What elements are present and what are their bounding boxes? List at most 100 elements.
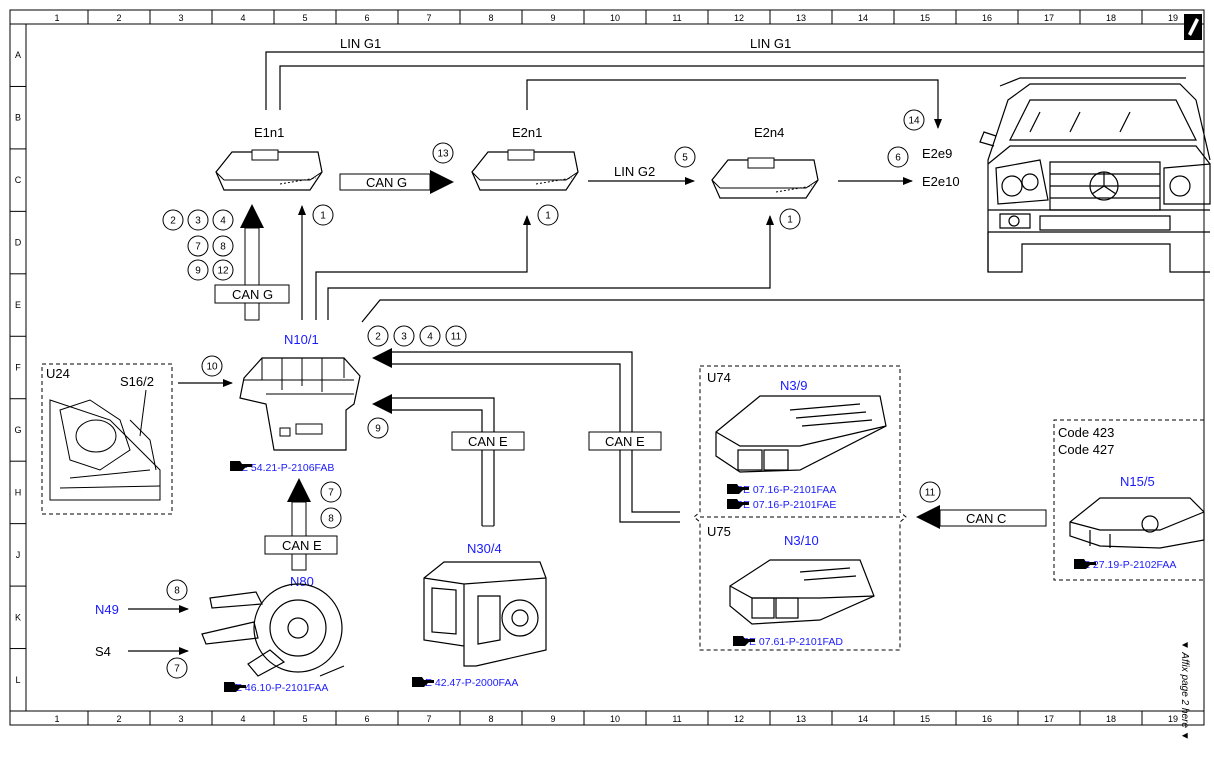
svg-text:8: 8 [220, 242, 226, 253]
e2e10-label: E2e10 [922, 174, 960, 189]
grid-column-label: 3 [178, 714, 183, 724]
n15-5-reference: PE 27.19-P-2102FAA [1076, 559, 1176, 571]
e2e9-label: E2e9 [922, 146, 952, 161]
svg-text:1: 1 [545, 211, 551, 222]
grid-column-label: 10 [610, 714, 620, 724]
svg-text:14: 14 [908, 116, 920, 127]
signal-number-c1: 1 [312, 204, 334, 226]
svg-text:1: 1 [787, 215, 793, 226]
grid-column-label: 11 [672, 13, 681, 23]
svg-text:12: 12 [217, 266, 229, 277]
grid-row-label: F [15, 363, 21, 373]
grid-column-label: 18 [1106, 13, 1116, 23]
grid-row-label: L [15, 675, 20, 685]
signal-number-s14: 14 [903, 109, 925, 131]
grid-column-label: 13 [796, 13, 806, 23]
can-e-label-n30-4: CAN E [468, 434, 508, 449]
can-c-connection: CAN C [916, 505, 1047, 529]
grid-column-label: 17 [1044, 13, 1054, 23]
signal-number-s7a: 7 [320, 481, 342, 503]
grid-column-label: 19 [1168, 714, 1178, 724]
can-e-n30-4-connection: CAN E [372, 394, 525, 527]
n80-label: N80 [290, 574, 314, 589]
n30-4-label: N30/4 [467, 541, 502, 556]
signal-number-sb2: 2 [367, 325, 389, 347]
document-corner-icon [1184, 14, 1202, 40]
grid-row-label: K [15, 612, 21, 622]
group-n15-5: Code 423 Code 427 N15/5 PE 27.19-P-2102F… [1053, 419, 1205, 581]
grid-column-label: 16 [982, 714, 992, 724]
signal-number-sa3: 3 [187, 209, 209, 231]
lin-g1-label-right: LIN G1 [750, 36, 791, 51]
grid-column-label: 7 [426, 13, 431, 23]
vehicle-front-illustration [979, 77, 1211, 273]
e2n4-label: E2n4 [754, 125, 784, 140]
drawing-frame [9, 9, 1205, 726]
svg-text:11: 11 [925, 488, 936, 499]
grid-column-label: 12 [734, 13, 744, 23]
can-e-label-n80: CAN E [282, 538, 322, 553]
signal-number-s6: 6 [887, 146, 909, 168]
n3-10-reference: PE 07.61-P-2101FAD [742, 636, 843, 648]
grid-column-label: 17 [1044, 714, 1054, 724]
grid-column-label: 15 [920, 714, 930, 724]
module-n10-1: N10/1 PE 54.21-P-2106FAB [234, 332, 361, 474]
signal-number-sa12: 12 [212, 259, 234, 281]
n30-4-reference: PE 42.47-P-2000FAA [418, 677, 518, 689]
svg-text:13: 13 [437, 149, 449, 160]
grid-column-label: 4 [240, 13, 245, 23]
n3-10-label: N3/10 [784, 533, 819, 548]
signal-number-sa8: 8 [212, 235, 234, 257]
can-e-u74-connection: CAN E [372, 348, 680, 523]
can-g-vertical-connection: CAN G [214, 204, 290, 321]
svg-text:8: 8 [174, 586, 180, 597]
grid-column-label: 7 [426, 714, 431, 724]
grid-column-label: 19 [1168, 13, 1178, 23]
s4-label: S4 [95, 644, 111, 659]
grid-row-label: B [15, 113, 21, 123]
grid-column-label: 10 [610, 13, 620, 23]
n49-label: N49 [95, 602, 119, 617]
grid-row-label: C [15, 175, 22, 185]
affix-page-note: ▼ Affix page 2 here ▼ [1176, 640, 1196, 765]
signal-number-sa4: 4 [212, 209, 234, 231]
grid-column-label: 9 [550, 13, 555, 23]
e2n1-label: E2n1 [512, 125, 542, 140]
signal-number-s9: 9 [367, 417, 389, 439]
u24-label: U24 [46, 366, 70, 381]
n80-reference: PE 46.10-P-2101FAA [228, 682, 328, 694]
grid-column-label: 11 [672, 714, 681, 724]
svg-text:2: 2 [170, 216, 176, 227]
grid-row-label: H [15, 487, 22, 497]
code-423-label: Code 423 [1058, 425, 1114, 440]
n10-1-reference: PE 54.21-P-2106FAB [234, 462, 334, 474]
signal-number-sb3: 3 [393, 325, 415, 347]
grid-column-label: 6 [364, 714, 369, 724]
grid-column-label: 8 [488, 13, 493, 23]
reference-pointer-icons [224, 461, 1096, 692]
grid-column-label: 12 [734, 714, 744, 724]
grid-row-label: A [15, 50, 21, 60]
module-n80: N80 PE 46.10-P-2101FAA [201, 574, 345, 694]
can-e-label-u74: CAN E [605, 434, 645, 449]
signal-number-sa2: 2 [162, 209, 184, 231]
svg-text:3: 3 [195, 216, 201, 227]
signal-number-s7b: 7 [166, 657, 188, 679]
grid-column-label: 9 [550, 714, 555, 724]
signal-number-c2: 1 [537, 204, 559, 226]
grid-column-label: 14 [858, 13, 868, 23]
affix-page-text: ▼ Affix page 2 here ▼ [1179, 640, 1190, 741]
svg-text:8: 8 [328, 514, 334, 525]
svg-text:7: 7 [328, 488, 334, 499]
lin-g2-label: LIN G2 [614, 164, 655, 179]
svg-text:7: 7 [174, 664, 180, 675]
grid-column-label: 5 [302, 714, 307, 724]
can-g-connection: CAN G [339, 170, 454, 194]
n3-9-reference-b: PE 07.16-P-2101FAE [736, 499, 836, 511]
module-e1n1: E1n1 [215, 125, 323, 191]
